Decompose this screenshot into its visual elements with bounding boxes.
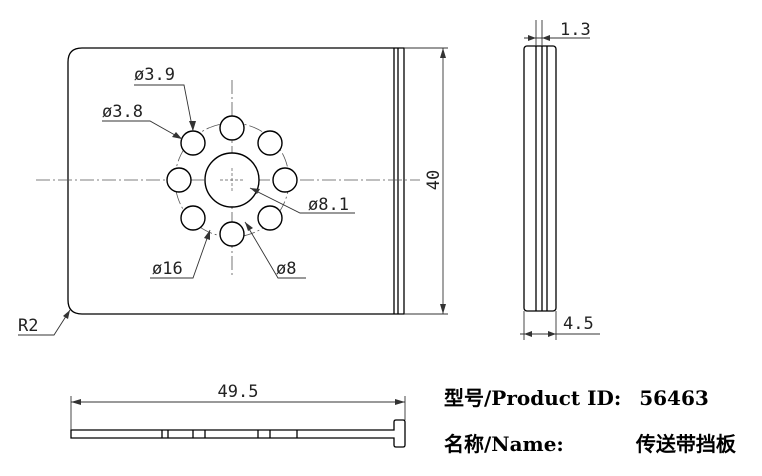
- rim-arrows: [524, 331, 556, 337]
- bottom-view: [70, 419, 406, 448]
- label-center-hole: ø8.1: [308, 195, 349, 215]
- label-width: 49.5: [218, 382, 259, 402]
- width-arrows: [71, 399, 405, 405]
- plate-outline: [67, 47, 405, 315]
- product-id-row: 型号/Product ID: 56463: [444, 382, 762, 428]
- leaders: [18, 84, 355, 336]
- hole-centermarks: [220, 168, 244, 192]
- label-height: 40: [424, 170, 444, 190]
- hole-left: [166, 167, 192, 193]
- hole-right: [272, 167, 298, 193]
- holes: [166, 115, 298, 247]
- side-view: [523, 45, 557, 312]
- hole-top-right: [257, 130, 283, 156]
- bottom-outline: [70, 419, 406, 448]
- label-hole-3-9: ø3.9: [134, 65, 175, 85]
- label-spacing: ø8: [276, 259, 296, 279]
- hole-top: [219, 115, 245, 141]
- title-block: 型号/Product ID: 56463 名称/Name: 传送带挡板: [444, 382, 762, 474]
- product-name-row: 名称/Name: 传送带挡板: [444, 428, 762, 474]
- product-id-label: 型号/Product ID:: [444, 386, 622, 410]
- label-bolt-circle: ø16: [152, 259, 183, 279]
- label-hole-3-8: ø3.8: [102, 102, 143, 122]
- label-thickness: 1.3: [560, 20, 591, 40]
- height-dimension: [404, 47, 448, 315]
- height-arrows: [440, 48, 446, 314]
- product-name-value: 传送带挡板: [635, 432, 736, 456]
- rim-dimension: [520, 311, 600, 340]
- thickness-arrows: [528, 35, 550, 41]
- product-id-value: 56463: [639, 386, 709, 410]
- hole-bottom-left: [180, 205, 206, 231]
- hole-top-left: [180, 130, 206, 156]
- label-rim-width: 4.5: [563, 314, 594, 334]
- width-dimension: [70, 396, 406, 430]
- product-name-label: 名称/Name:: [444, 432, 564, 456]
- hole-bottom: [219, 221, 245, 247]
- front-view: [67, 47, 405, 315]
- hole-bottom-right: [257, 205, 283, 231]
- leader-arrowheads: [63, 121, 260, 319]
- label-corner-radius: R2: [18, 316, 38, 336]
- side-outline: [523, 45, 557, 312]
